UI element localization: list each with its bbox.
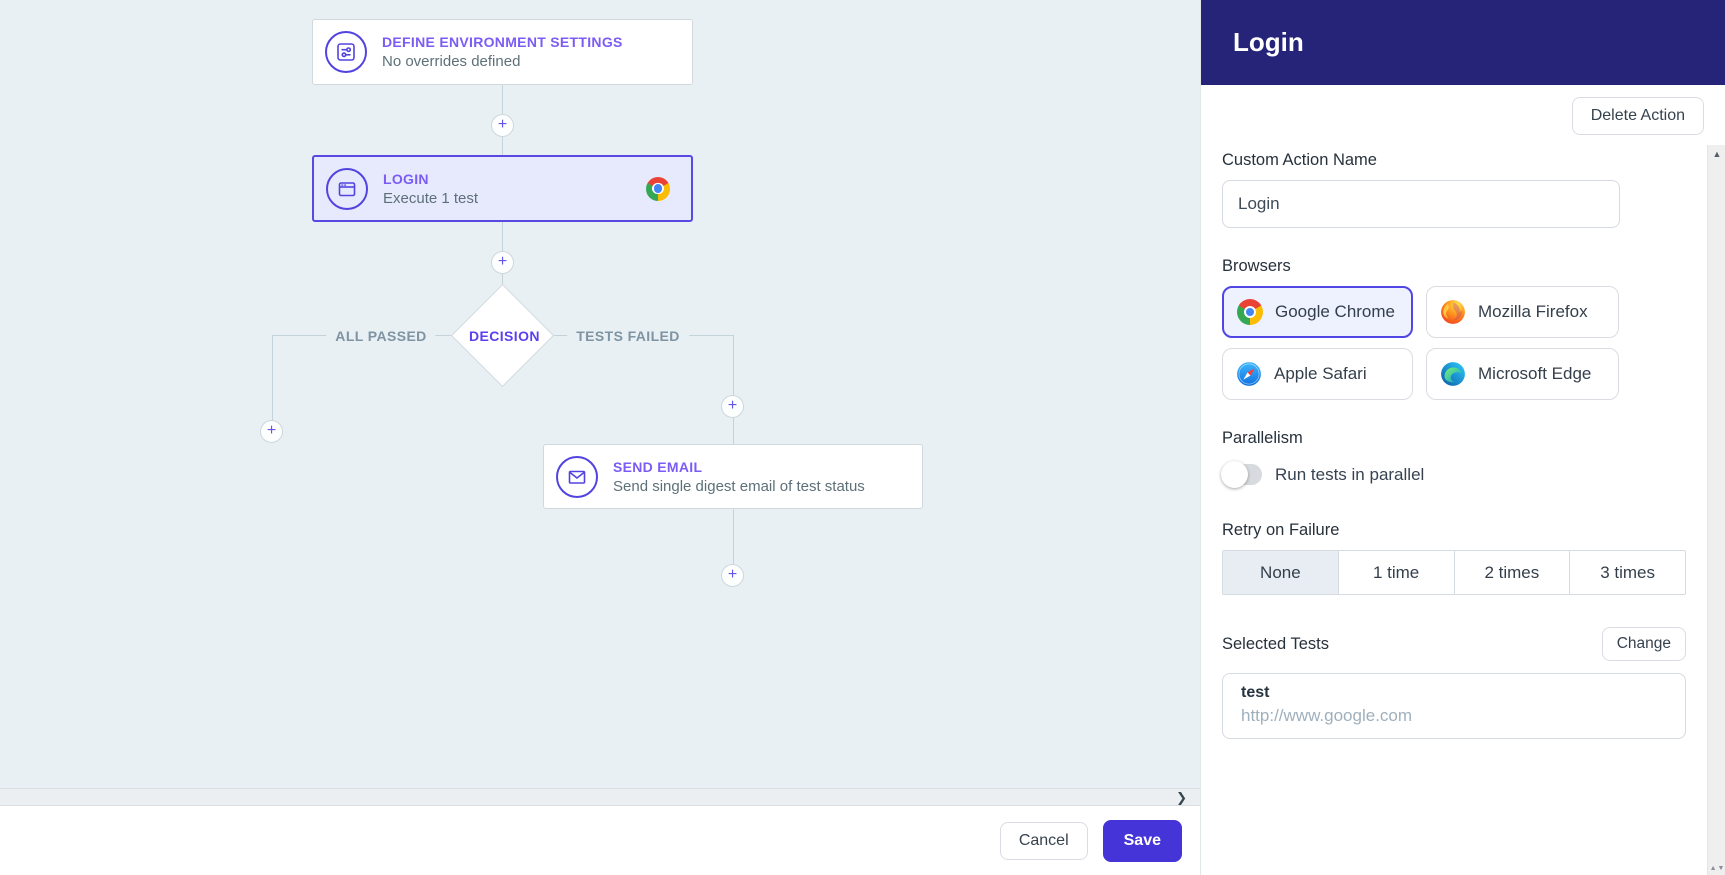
node-login[interactable]: LOGIN Execute 1 test [312, 155, 693, 222]
connector-line [733, 509, 734, 565]
custom-action-name-input[interactable] [1222, 180, 1620, 228]
browser-option-label: Mozilla Firefox [1478, 302, 1588, 321]
workflow-canvas[interactable]: DEFINE ENVIRONMENT SETTINGS No overrides… [0, 0, 1200, 788]
test-url: http://www.google.com [1241, 706, 1413, 725]
node-title: SEND EMAIL [613, 458, 703, 475]
browsers-label: Browsers [1222, 257, 1291, 275]
envelope-icon [556, 455, 598, 498]
panel-content: Custom Action Name Browsers Google Chrom… [1201, 145, 1707, 875]
node-subtitle: No overrides defined [382, 53, 521, 70]
footer-action-bar: Cancel Save [0, 806, 1200, 875]
node-subtitle: Send single digest email of test status [613, 477, 865, 495]
browser-option-label: Microsoft Edge [1478, 364, 1592, 383]
add-step-button[interactable]: + [721, 395, 744, 418]
browser-option-microsoft-edge[interactable]: Microsoft Edge [1426, 348, 1619, 400]
settings-sliders-icon [325, 31, 367, 73]
canvas-bottom-strip: ❯ [0, 788, 1200, 806]
scroll-up-icon[interactable]: ▲ [1712, 149, 1722, 159]
action-properties-panel: Login Delete Action Custom Action Name B… [1200, 0, 1725, 875]
cancel-button[interactable]: Cancel [999, 821, 1088, 860]
panel-title: Login [1233, 27, 1304, 57]
selected-tests-label: Selected Tests [1222, 634, 1330, 653]
retry-section: Retry on Failure None 1 time 2 times 3 t… [1222, 521, 1686, 595]
node-title: LOGIN [383, 170, 429, 187]
parallelism-label: Parallelism [1222, 429, 1303, 447]
connector-line [272, 335, 273, 421]
custom-action-name-label: Custom Action Name [1222, 151, 1377, 169]
panel-scrollbar[interactable]: ▲ ▲ ▼ [1707, 145, 1725, 875]
retry-option-1-time[interactable]: 1 time [1337, 551, 1454, 594]
save-button[interactable]: Save [1102, 819, 1182, 862]
workflow-editor: DEFINE ENVIRONMENT SETTINGS No overrides… [0, 0, 1200, 875]
add-step-button[interactable]: + [721, 564, 744, 587]
safari-icon [1236, 361, 1262, 387]
custom-action-name-section: Custom Action Name [1222, 151, 1686, 228]
node-title: DEFINE ENVIRONMENT SETTINGS [382, 34, 623, 50]
node-subtitle: Execute 1 test [383, 189, 479, 207]
panel-header: Login [1201, 0, 1725, 85]
browser-option-apple-safari[interactable]: Apple Safari [1222, 348, 1413, 400]
retry-label: Retry on Failure [1222, 521, 1340, 539]
change-tests-button[interactable]: Change [1601, 627, 1686, 661]
scroll-down-icon[interactable]: ▼ [1717, 865, 1725, 872]
add-step-button[interactable]: + [491, 251, 514, 274]
chrome-icon [646, 176, 670, 201]
scroll-up-icon[interactable]: ▲ [1709, 865, 1717, 872]
add-step-button[interactable]: + [491, 114, 514, 137]
collapse-panel-chevron-icon[interactable]: ❯ [1176, 789, 1187, 805]
firefox-icon [1440, 299, 1466, 325]
add-step-button[interactable]: + [260, 420, 283, 443]
browser-option-google-chrome[interactable]: Google Chrome [1222, 286, 1413, 338]
toggle-knob [1221, 461, 1248, 488]
node-send-email[interactable]: SEND EMAIL Send single digest email of t… [543, 444, 923, 509]
connector-line [733, 335, 734, 444]
retry-option-2-times[interactable]: 2 times [1453, 551, 1570, 594]
edge-icon [1440, 361, 1466, 387]
browser-option-mozilla-firefox[interactable]: Mozilla Firefox [1426, 286, 1619, 338]
browser-window-icon [326, 167, 368, 210]
browser-option-label: Apple Safari [1274, 364, 1367, 383]
selected-test-item[interactable]: test http://www.google.com [1222, 673, 1686, 739]
retry-segmented-control: None 1 time 2 times 3 times [1222, 550, 1686, 595]
selected-tests-section: Selected Tests Change test http://www.go… [1222, 627, 1686, 739]
delete-action-button[interactable]: Delete Action [1571, 97, 1704, 135]
retry-option-3-times[interactable]: 3 times [1569, 551, 1685, 594]
retry-option-none[interactable]: None [1223, 551, 1338, 594]
parallelism-section: Parallelism Run tests in parallel [1221, 429, 1686, 488]
branch-label-tests-failed: TESTS FAILED [567, 328, 689, 344]
parallel-toggle-label: Run tests in parallel [1275, 464, 1425, 484]
node-define-environment-settings[interactable]: DEFINE ENVIRONMENT SETTINGS No overrides… [312, 19, 693, 85]
browser-option-label: Google Chrome [1275, 302, 1396, 321]
parallel-toggle[interactable] [1221, 461, 1262, 488]
chrome-icon [1237, 299, 1263, 325]
delete-action-row: Delete Action [1201, 85, 1725, 145]
branch-label-all-passed: ALL PASSED [326, 328, 436, 344]
decision-label: DECISION [469, 328, 540, 344]
test-name: test [1241, 684, 1270, 701]
browsers-section: Browsers Google Chrome [1222, 257, 1686, 400]
